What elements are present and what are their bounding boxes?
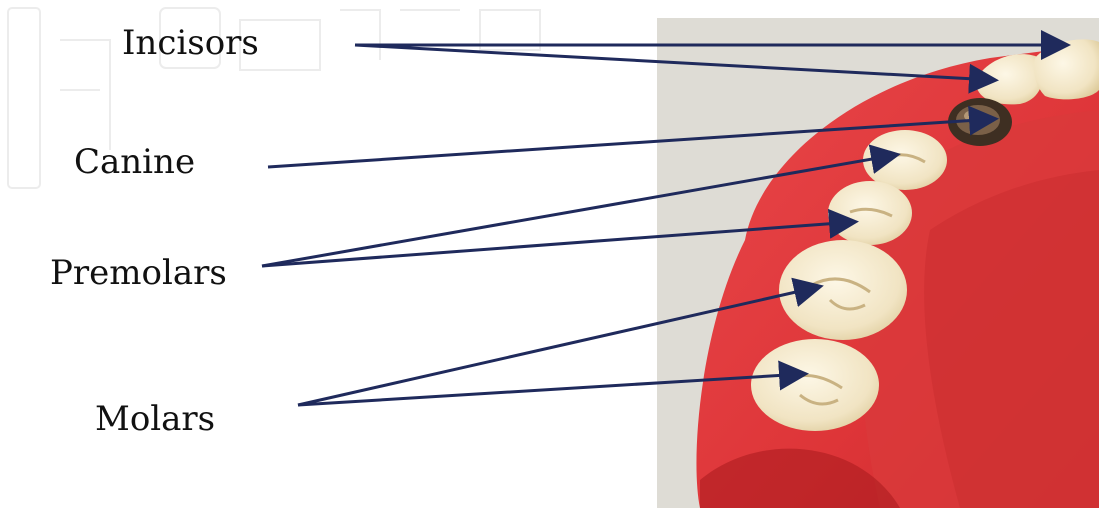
arrow-premolar-lower <box>262 222 853 266</box>
arrow-incisors-lower <box>355 45 993 80</box>
arrow-canine <box>268 119 993 167</box>
arrow-molar-lower <box>298 374 803 405</box>
arrow-premolar-upper <box>262 155 895 266</box>
arrow-molar-upper <box>298 287 818 405</box>
